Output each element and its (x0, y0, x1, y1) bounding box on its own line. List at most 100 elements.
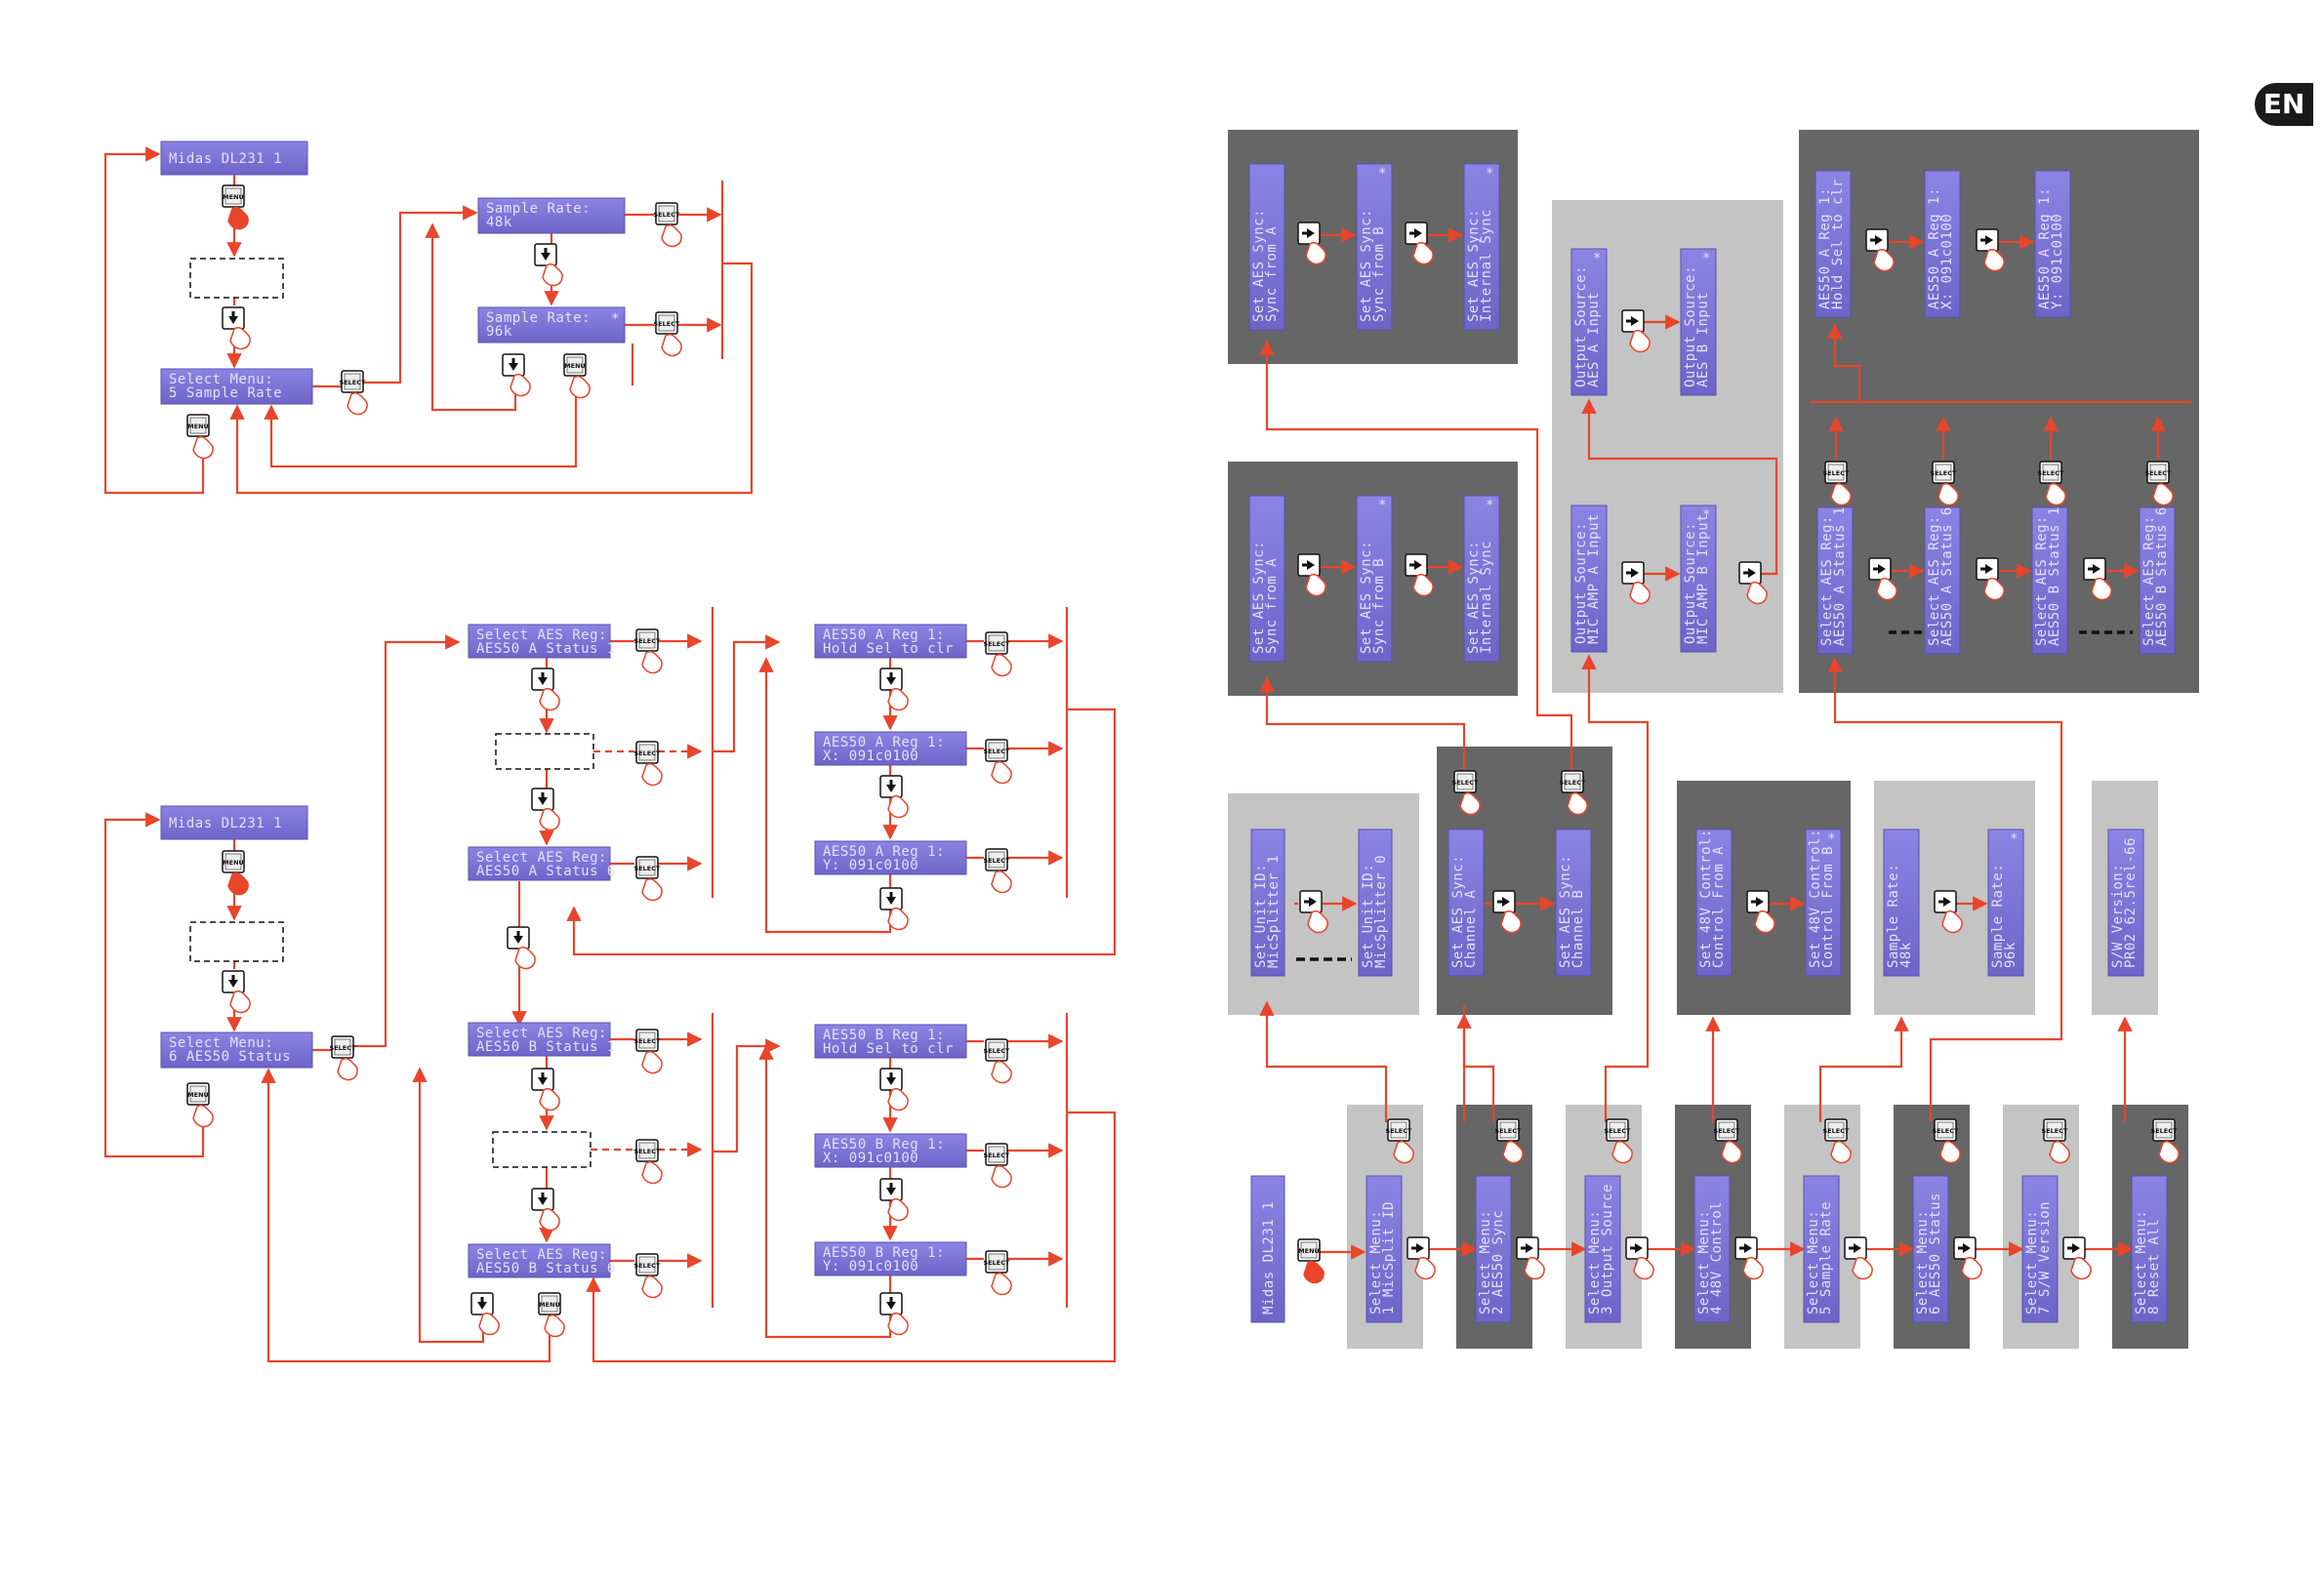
down-arrow-icon (541, 248, 550, 261)
down-button[interactable] (879, 1068, 909, 1112)
select-button[interactable]: SELECT (984, 1250, 1012, 1296)
right-button[interactable] (1868, 557, 1897, 601)
down-button[interactable] (879, 1292, 909, 1336)
aes-a-status-6-main-display-line-1: Select AES Reg: (1927, 515, 1942, 646)
right-button[interactable] (1934, 890, 1963, 934)
select-button[interactable]: SELECT (2151, 1118, 2180, 1164)
select-button[interactable]: SELECT (634, 1253, 663, 1299)
down-button[interactable] (507, 926, 536, 970)
select-button[interactable]: SELECT (984, 848, 1012, 894)
select-button[interactable]: SELECT (984, 1038, 1012, 1084)
out-mic-amp-b-display: Output Source:MIC AMP B Input* (1680, 505, 1717, 653)
down-button[interactable] (534, 243, 563, 287)
right-button[interactable] (1405, 222, 1434, 265)
select-button[interactable]: SELECT (984, 739, 1012, 785)
select-button[interactable]: SELECT (340, 370, 368, 416)
flow-arrow (1827, 323, 1861, 402)
out-aes-b-display: Output Source:AES B Input* (1680, 248, 1717, 396)
select-button[interactable]: SELECT (654, 202, 682, 248)
menu-item-1-display-line-1: Select Menu: (1368, 1210, 1384, 1314)
right-button[interactable] (1297, 553, 1326, 597)
down-button[interactable] (531, 1068, 560, 1112)
right-button[interactable] (2062, 1236, 2092, 1280)
down-button[interactable] (531, 667, 560, 711)
menu-button[interactable]: MENU (222, 850, 249, 896)
right-button[interactable] (2083, 557, 2112, 601)
main-home-display-line-1: Midas DL231 1 (1261, 1201, 1277, 1314)
sync-from-b-display-a-line-1: Set AES Sync: (1359, 209, 1374, 322)
select-button[interactable]: SELECT (634, 741, 663, 787)
select-button[interactable]: SELECT (1452, 770, 1481, 816)
rate-48-display-line-1: Sample Rate: (1886, 864, 1901, 968)
menu-item-1-display: Select Menu:1 MicSplit ID (1366, 1175, 1403, 1323)
right-arrow-icon (1630, 1243, 1643, 1253)
down-arrow-icon (538, 1072, 548, 1085)
select-button[interactable]: SELECT (984, 631, 1012, 677)
right-button[interactable] (1738, 561, 1768, 605)
right-button[interactable] (1865, 228, 1895, 272)
right-button[interactable] (1844, 1236, 1873, 1280)
right-button[interactable] (1297, 222, 1326, 265)
right-button[interactable] (1625, 1236, 1654, 1280)
select-button[interactable]: SELECT (330, 1035, 358, 1081)
right-button[interactable] (1621, 309, 1651, 353)
down-button[interactable] (879, 667, 909, 711)
down-button[interactable] (222, 970, 251, 1014)
menu-button-label: MENU (223, 193, 244, 201)
menu-button[interactable]: MENU (563, 353, 591, 399)
select-button[interactable]: SELECT (1933, 1118, 1961, 1164)
select-button[interactable]: SELECT (2038, 461, 2066, 506)
right-button[interactable] (1405, 553, 1434, 597)
right-button[interactable] (1621, 561, 1651, 605)
right-button[interactable] (1746, 890, 1775, 934)
down-button[interactable] (222, 306, 251, 350)
right-button[interactable] (1492, 890, 1522, 934)
right-button[interactable] (1516, 1236, 1545, 1280)
down-button[interactable] (502, 353, 531, 397)
rate-48-display-line-2: 48k (1898, 942, 1914, 968)
select-button[interactable]: SELECT (1495, 1118, 1524, 1164)
select-button-label: SELECT (984, 1047, 1010, 1055)
aes-a-reg-x-display-line-2: X: 091c0100 (823, 748, 918, 764)
down-button[interactable] (879, 1178, 909, 1222)
select-button[interactable]: SELECT (634, 1139, 663, 1185)
unit-id-1-display-line-2: MicSplitter 1 (1266, 855, 1282, 968)
aes-b-reg-hold-display: AES50 B Reg 1:Hold Sel to clr (814, 1024, 967, 1059)
down-button[interactable] (879, 887, 909, 931)
select-button[interactable]: SELECT (2145, 461, 2174, 506)
language-tab[interactable]: EN (2255, 83, 2313, 126)
menu-button[interactable]: MENU (222, 184, 249, 230)
select-button[interactable]: SELECT (1823, 1118, 1852, 1164)
right-button[interactable] (1299, 890, 1328, 934)
select-button[interactable]: SELECT (634, 1029, 663, 1074)
select-button[interactable]: SELECT (2042, 1118, 2070, 1164)
aes-a-reg-x-display: AES50 A Reg 1:X: 091c0100 (814, 731, 967, 766)
menu-button[interactable]: MENU (186, 414, 214, 460)
select-button[interactable]: SELECT (1714, 1118, 1742, 1164)
menu-button[interactable]: MENU (1297, 1238, 1325, 1284)
menu-button[interactable]: MENU (538, 1292, 565, 1338)
right-button[interactable] (1734, 1236, 1764, 1280)
flow-arrow (363, 205, 478, 384)
right-button[interactable] (1976, 557, 2005, 601)
right-button[interactable] (1407, 1236, 1436, 1280)
select-button[interactable]: SELECT (1386, 1118, 1414, 1164)
select-button[interactable]: SELECT (1823, 461, 1852, 506)
right-button[interactable] (1953, 1236, 1982, 1280)
menu-item-8-display-line-1: Select Menu: (2134, 1210, 2149, 1314)
sample-rate-48-display-line-1: Sample Rate: (486, 201, 591, 217)
down-button[interactable] (470, 1292, 500, 1336)
select-button[interactable]: SELECT (1605, 1118, 1633, 1164)
down-button[interactable] (879, 775, 909, 819)
right-button[interactable] (1976, 228, 2005, 272)
down-arrow-icon (886, 1297, 896, 1310)
select-button[interactable]: SELECT (654, 311, 682, 357)
select-button[interactable]: SELECT (1560, 770, 1588, 816)
select-button[interactable]: SELECT (1931, 461, 1959, 506)
select-button[interactable]: SELECT (634, 628, 663, 674)
down-button[interactable] (531, 1188, 560, 1232)
menu-button[interactable]: MENU (186, 1082, 214, 1128)
down-button[interactable] (531, 788, 560, 831)
select-button[interactable]: SELECT (634, 856, 663, 902)
select-button[interactable]: SELECT (984, 1143, 1012, 1189)
